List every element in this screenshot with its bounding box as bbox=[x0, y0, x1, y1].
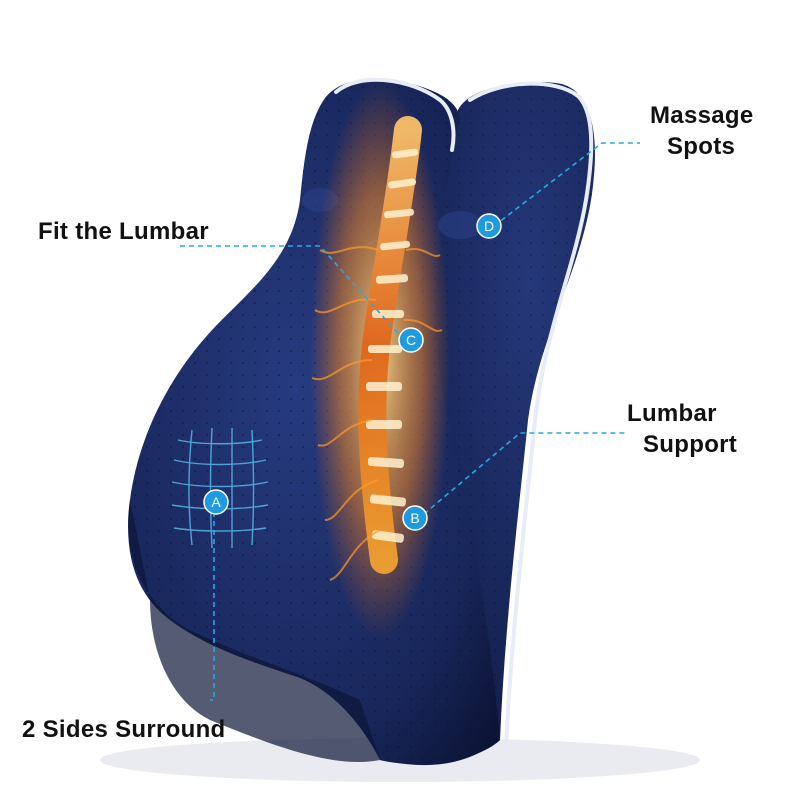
label-lumbar-line2: Support bbox=[643, 431, 738, 458]
marker-a: A bbox=[203, 489, 229, 515]
massage-bump-right bbox=[438, 211, 482, 239]
label-massage-line1: Massage bbox=[650, 102, 754, 129]
pillow-piping-left bbox=[334, 77, 456, 152]
pillow-piping-right bbox=[468, 81, 594, 747]
marker-c-letter: C bbox=[406, 332, 416, 348]
label-lumbar-support: Lumbar Support bbox=[627, 398, 737, 460]
pillow-base bbox=[128, 500, 380, 762]
spine-illustration bbox=[311, 116, 443, 581]
callout-line-d bbox=[493, 142, 640, 227]
label-two-sides-surround: 2 Sides Surround bbox=[22, 716, 226, 743]
marker-c: C bbox=[398, 327, 424, 353]
callout-lines bbox=[180, 142, 640, 701]
label-lumbar-line1: Lumbar bbox=[627, 400, 717, 427]
label-massage-spots: Massage Spots bbox=[650, 100, 754, 162]
label-massage-line2: Spots bbox=[667, 133, 736, 160]
callout-line-a bbox=[210, 512, 215, 701]
marker-b-letter: B bbox=[410, 510, 419, 526]
label-fit-the-lumbar: Fit the Lumbar bbox=[38, 218, 209, 245]
marker-b: B bbox=[402, 505, 428, 531]
marker-a-letter: A bbox=[211, 494, 221, 510]
surround-grid bbox=[171, 427, 269, 549]
marker-d-letter: D bbox=[484, 218, 494, 234]
marker-d: D bbox=[476, 213, 502, 239]
callout-line-c bbox=[180, 245, 403, 339]
